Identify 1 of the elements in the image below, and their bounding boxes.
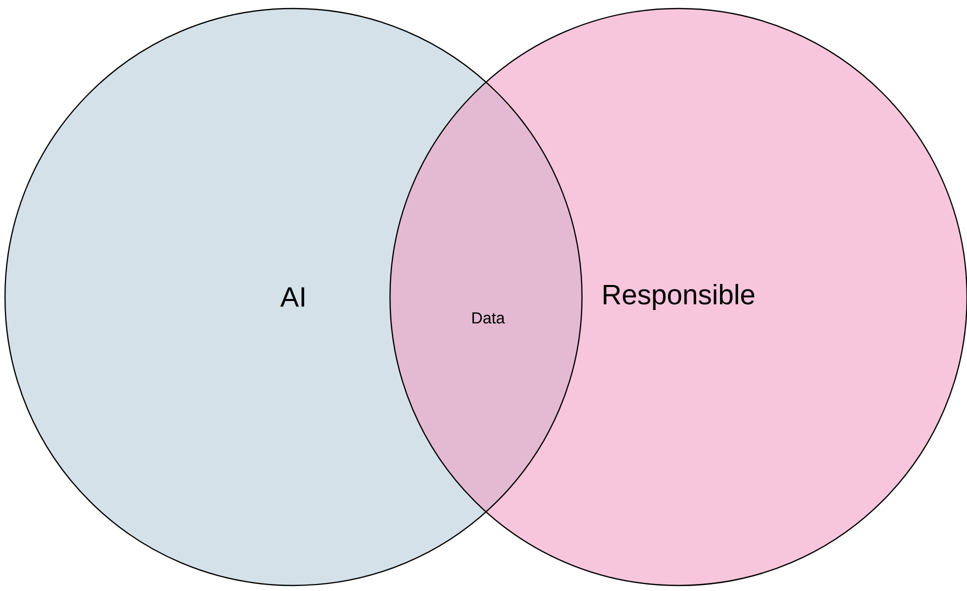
region-label: Data [472, 312, 505, 324]
